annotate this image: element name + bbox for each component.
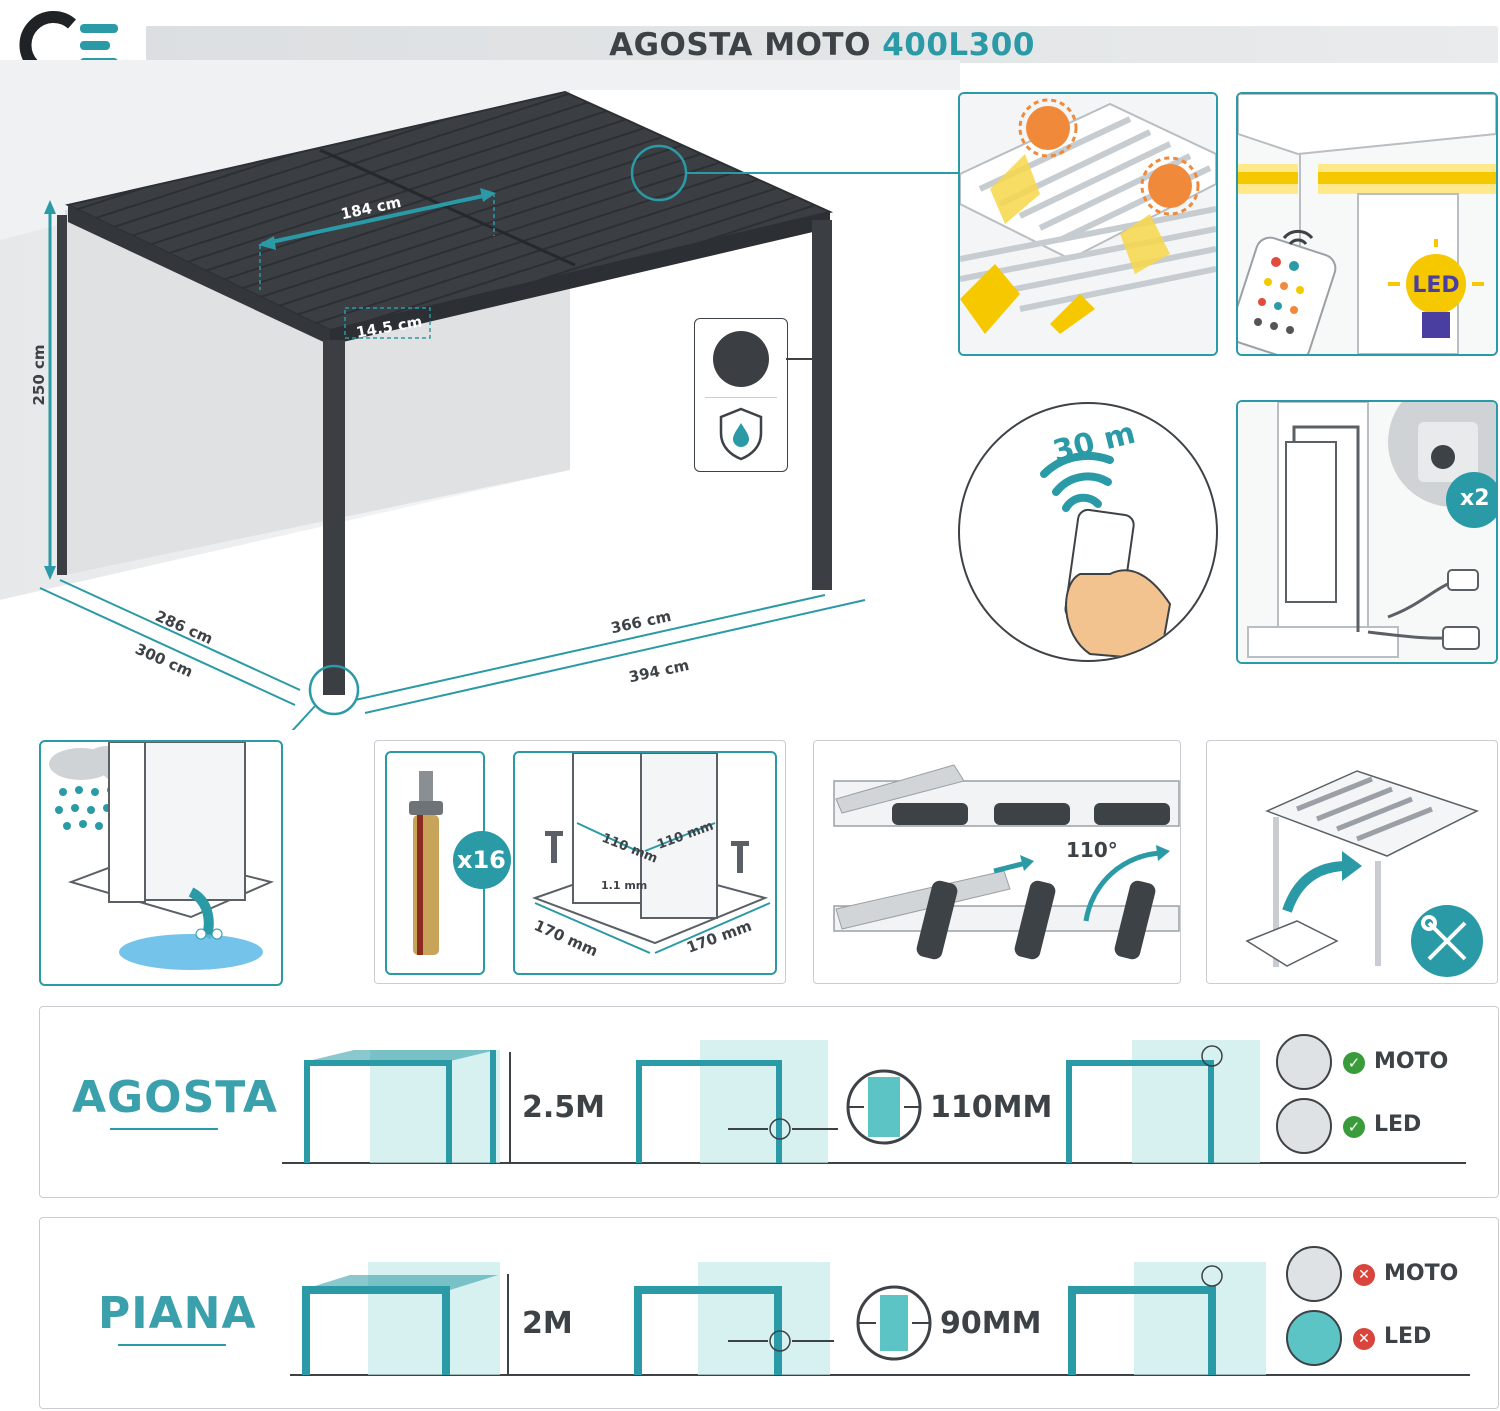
power-supply-panel: x2 [1236,400,1498,664]
assembly-panel [1206,740,1498,984]
post-base-box: 110 mm 110 mm 1.1 mm 170 mm 170 mm [513,751,777,975]
led-panel: LED [1236,92,1498,356]
base-side-a-label: 170 mm [531,916,600,960]
agosta-led-check-icon: ✓ [1347,1118,1361,1136]
louver-mechanism-panel: 110° [813,740,1181,984]
piana-led-cross-icon: ✕ [1358,1331,1370,1347]
title-model: 400L300 [882,27,1035,63]
title-main: AGOSTA MOTO [609,27,871,63]
drainage-panel [39,740,283,986]
sun-icon [1140,156,1200,216]
title-bar: AGOSTA MOTO 400L300 [146,26,1498,63]
pergola-post-right [812,220,832,590]
rotation-arrow-icon [1083,845,1170,922]
piana-led-label: LED [1384,1324,1432,1349]
agosta-moto-check-icon: ✓ [1347,1054,1361,1072]
pergola-post-front [323,340,345,695]
comparison-illustrations [282,1034,1470,1376]
color-card [694,318,788,472]
louver-angle-label: 110° [1066,838,1118,862]
piana-moto-cross-icon: ✕ [1358,1267,1370,1283]
piana-brand-label: PIANA [98,1288,257,1339]
remote-range-circle: 30 m [958,402,1218,662]
base-gap-label: 1.1 mm [601,879,647,892]
agosta-led-label: LED [1374,1112,1422,1137]
sun-icon [1018,98,1078,158]
plug-icon [1442,569,1480,650]
height-label: 250 cm [30,344,48,405]
page-title: AGOSTA MOTO 400L300 [146,27,1498,63]
agosta-brand-label: AGOSTA [72,1072,278,1123]
anchor-bolt-icon [409,771,443,955]
anchor-panel: x16 110 mm 110 mm 1.1 mm 170 mm 170 mm [374,740,786,984]
agosta-moto-label: MOTO [1374,1049,1449,1074]
plug-count: x2 [1460,486,1490,511]
move-arrow-icon [993,855,1034,874]
screw-icon [545,831,749,873]
piana-moto-label: MOTO [1384,1261,1459,1286]
piana-post-label: 90MM [940,1306,1042,1341]
remote-control-icon [1238,236,1337,354]
led-label: LED [1412,273,1459,298]
piana-height-label: 2M [522,1306,573,1341]
agosta-height-label: 2.5M [522,1090,605,1125]
agosta-post-label: 110MM [930,1090,1053,1125]
color-swatch [713,331,769,387]
led-bulb-icon [1388,239,1484,338]
range-label: 30 m [1049,416,1138,470]
hand-remote-icon [1064,508,1172,660]
waterproof-shield-icon [719,407,763,461]
tools-icon [1421,915,1467,961]
pergola-illustration: 250 cm 184 cm 14.5 cm 286 cm 300 cm 366 … [0,60,960,743]
louver-sun-panel [958,92,1218,356]
wireless-signal-icon [1040,451,1114,512]
wifi-signal-icon [1282,229,1314,246]
anchor-count: x16 [457,846,506,874]
